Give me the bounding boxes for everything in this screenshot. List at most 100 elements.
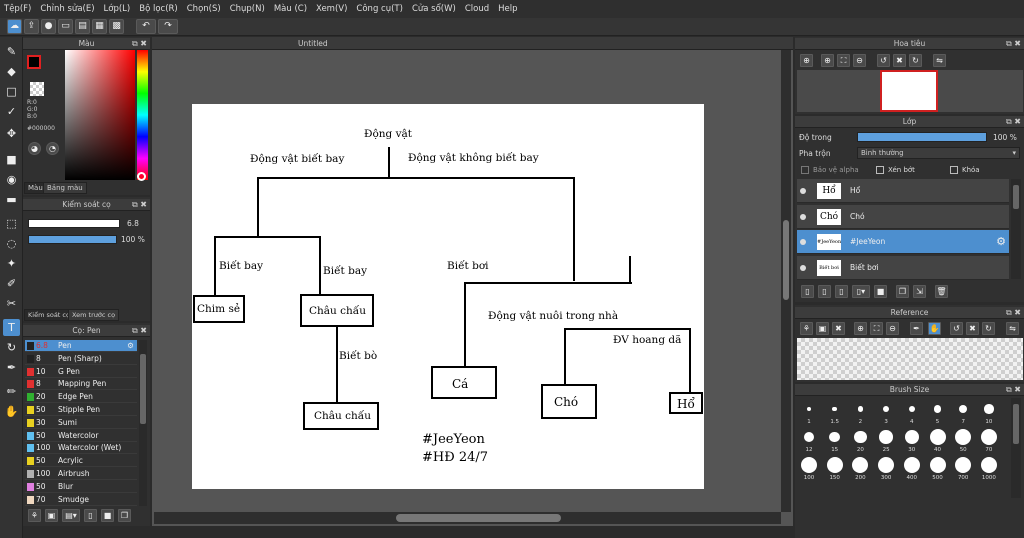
menu-tools[interactable]: Công cụ(T): [356, 4, 403, 14]
lasso-icon[interactable]: ◌: [6, 237, 17, 250]
pen-icon[interactable]: ✏: [6, 385, 17, 398]
brush-size-dot[interactable]: [904, 429, 920, 445]
ref-rotate-right-icon[interactable]: ↻: [982, 322, 995, 335]
ref-zoom-in-icon[interactable]: ⊕: [854, 322, 867, 335]
brush-size-dot[interactable]: [984, 404, 994, 414]
saturation-value-picker[interactable]: [65, 50, 135, 180]
ref-dropper-icon[interactable]: ✒: [910, 322, 923, 335]
layer-copy-icon[interactable]: ❐: [896, 285, 909, 298]
text-icon[interactable]: T: [3, 319, 20, 336]
check-icon[interactable]: ✓: [6, 105, 17, 118]
nav-fit-icon[interactable]: ⛶: [837, 54, 850, 67]
layer-new-icon[interactable]: ▯: [801, 285, 814, 298]
reference-preview[interactable]: [797, 338, 1023, 380]
tab-color[interactable]: Màu: [24, 182, 47, 194]
canvas-vertical-scrollbar[interactable]: [781, 50, 791, 512]
menu-layer[interactable]: Lớp(L): [103, 4, 131, 14]
gradient-icon[interactable]: ▬: [6, 193, 17, 206]
brush-menu-icon[interactable]: ▤▾: [62, 509, 80, 522]
share-icon[interactable]: ⇪: [24, 19, 39, 34]
layer-folder-icon[interactable]: ■: [874, 285, 887, 298]
menu-color[interactable]: Màu (C): [273, 4, 308, 14]
brush-opacity-slider[interactable]: [28, 235, 117, 244]
menu-edit[interactable]: Chỉnh sửa(E): [40, 4, 95, 14]
brush-size-dot[interactable]: [804, 432, 814, 442]
brush-size-dot[interactable]: [908, 405, 916, 413]
eraser-icon[interactable]: ◆: [7, 65, 16, 78]
brush-size-dot[interactable]: [879, 430, 893, 444]
layer-menu-icon[interactable]: ▯▾: [852, 285, 870, 298]
fill-rect-icon[interactable]: ■: [6, 153, 17, 166]
document-icon[interactable]: ▦: [92, 19, 107, 34]
brush-size-dot[interactable]: [826, 457, 843, 473]
blend-mode-select[interactable]: Bình thường▾: [857, 147, 1020, 159]
protect-alpha-checkbox[interactable]: [801, 166, 809, 174]
menu-file[interactable]: Tệp(F): [4, 4, 32, 14]
brush-size-dot[interactable]: [829, 431, 841, 443]
nav-flip-icon[interactable]: ⇋: [933, 54, 946, 67]
brush-size-dot[interactable]: [955, 429, 972, 445]
brush-size-dot[interactable]: [878, 457, 895, 473]
menu-window[interactable]: Cửa sổ(W): [411, 4, 456, 14]
select-eraser-icon[interactable]: ✂: [6, 297, 17, 310]
bucket-icon[interactable]: ◉: [6, 173, 17, 186]
brush-size-dot[interactable]: [852, 457, 869, 473]
grid-icon[interactable]: ▩: [109, 19, 124, 34]
canvas-horizontal-scrollbar[interactable]: [154, 512, 781, 524]
brush-size-slider[interactable]: [28, 219, 120, 228]
eye-icon[interactable]: [800, 188, 806, 194]
tab-brush-control[interactable]: Kiểm soát cọ: [24, 309, 74, 321]
brush-size-dot[interactable]: [929, 429, 946, 445]
ref-zoom-out-icon[interactable]: ⊖: [886, 322, 899, 335]
brush-size-dot[interactable]: [980, 429, 997, 445]
select-pen-icon[interactable]: ✐: [6, 277, 17, 290]
layer-new2-icon[interactable]: ▯: [818, 285, 831, 298]
move-icon[interactable]: ✥: [6, 127, 17, 140]
brush-size-scrollbar[interactable]: [1011, 398, 1021, 498]
menu-filter[interactable]: Bộ lọc(R): [139, 4, 178, 14]
eye-icon[interactable]: [800, 264, 806, 271]
layer-opacity-slider[interactable]: [857, 132, 987, 142]
menu-help[interactable]: Help: [498, 4, 518, 14]
brush-size-dot[interactable]: [801, 457, 817, 473]
magic-wand-icon[interactable]: ✦: [6, 257, 17, 270]
brush-folder2-icon[interactable]: ■: [101, 509, 114, 522]
foreground-color-swatch[interactable]: [27, 55, 41, 69]
menu-view[interactable]: Xem(V): [316, 4, 348, 14]
brush-size-dot[interactable]: [857, 406, 864, 412]
nav-zoom-in-icon[interactable]: ⊕: [800, 54, 813, 67]
brush-folder-icon[interactable]: ▣: [45, 509, 58, 522]
rect-icon[interactable]: □: [6, 85, 17, 98]
chat-icon[interactable]: ●: [41, 19, 56, 34]
layer-merge-icon[interactable]: ⇲: [913, 285, 926, 298]
brush-list-scrollbar[interactable]: [139, 340, 147, 506]
brush-size-dot[interactable]: [955, 457, 972, 473]
ref-close-icon[interactable]: ✖: [832, 322, 845, 335]
brush-settings-icon[interactable]: ⚙: [127, 341, 134, 350]
ref-open-icon[interactable]: ▣: [816, 322, 829, 335]
nav-rotate-right-icon[interactable]: ↻: [909, 54, 922, 67]
tab-brush-preview[interactable]: Xem trước cọ: [68, 309, 120, 321]
document-canvas[interactable]: Động vật Động vật biết bay Động vật khôn…: [192, 104, 704, 489]
tab-palette[interactable]: Bảng màu: [43, 182, 87, 194]
nav-zoom-in2-icon[interactable]: ⊕: [821, 54, 834, 67]
brush-size-dot[interactable]: [883, 406, 890, 412]
brush-size-dot[interactable]: [933, 405, 942, 413]
dropper-small-icon[interactable]: ◔: [46, 142, 59, 155]
cloud-icon[interactable]: ☁: [7, 19, 22, 34]
layer-scrollbar[interactable]: [1011, 179, 1021, 279]
ref-add-icon[interactable]: ⚘: [800, 322, 813, 335]
brush-size-dot[interactable]: [832, 406, 838, 412]
lasso-fill-icon[interactable]: ↻: [6, 341, 17, 354]
layer-settings-icon[interactable]: ⚙: [996, 235, 1006, 248]
